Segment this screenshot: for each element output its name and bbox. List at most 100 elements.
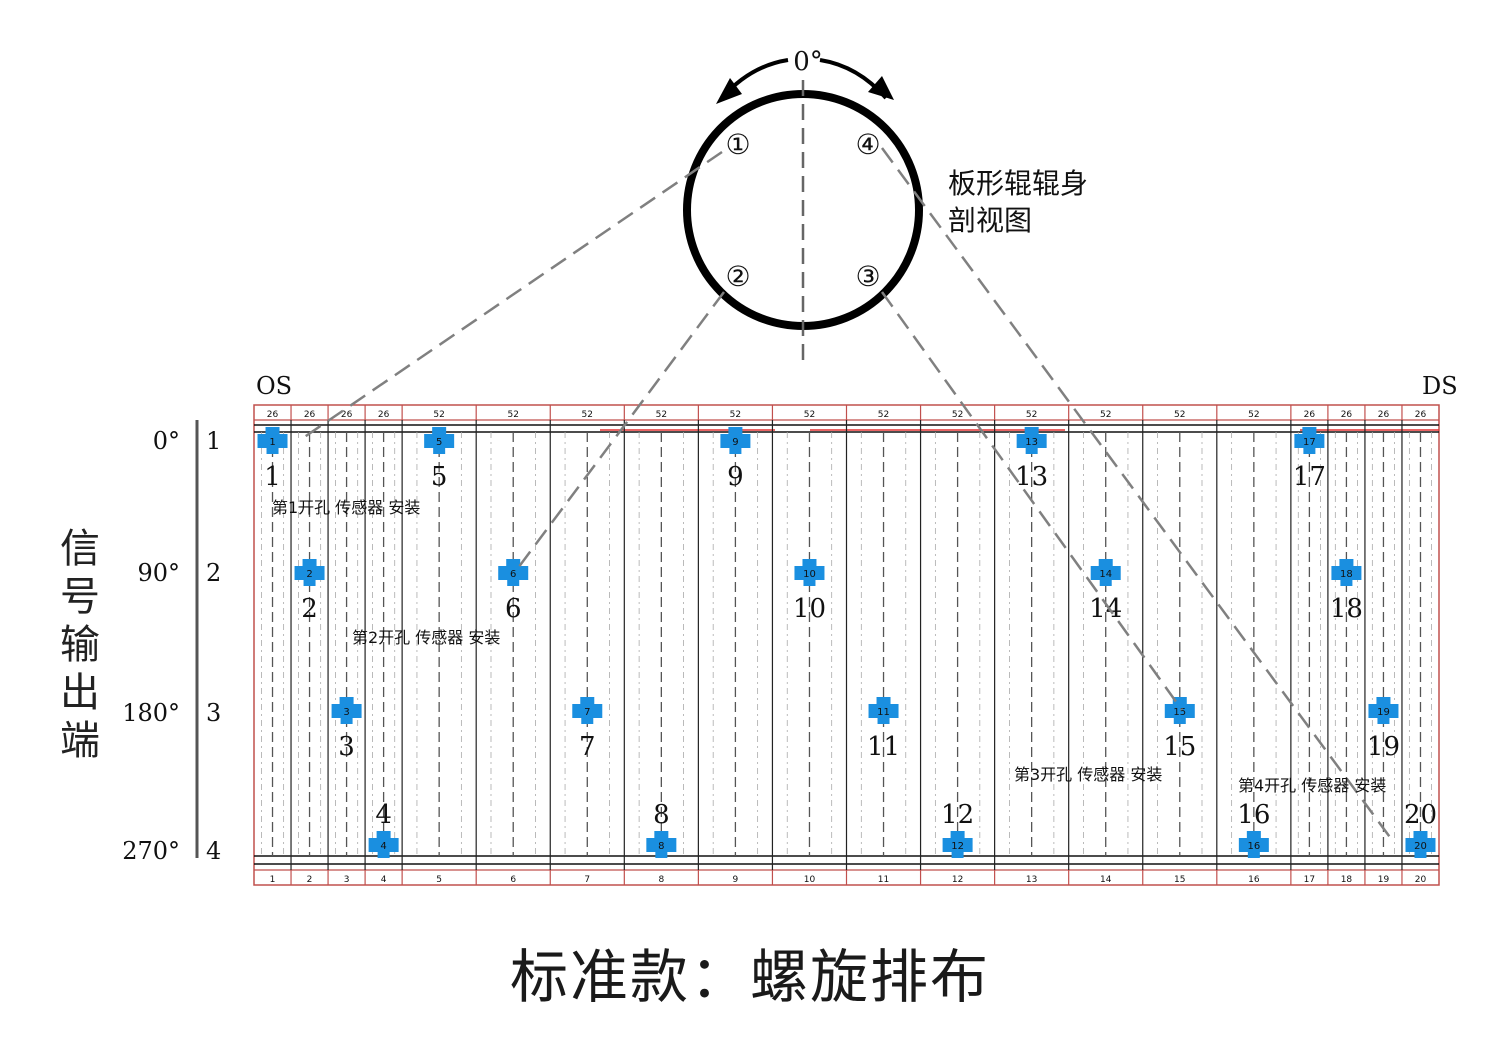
signal-output-end-label: 信号输出端 bbox=[60, 526, 100, 764]
zone-width-label: 52 bbox=[656, 410, 667, 420]
zone-number-label: 9 bbox=[733, 875, 739, 885]
roll-body-grid: 2612622632645255265275285295210521152125… bbox=[253, 404, 1440, 886]
sensor-body bbox=[1164, 704, 1195, 718]
sensor-id-small: 2 bbox=[306, 569, 312, 580]
sensor-body bbox=[1331, 566, 1362, 580]
sensor-6: 66 bbox=[498, 559, 529, 624]
sensor-id-small: 3 bbox=[343, 707, 349, 718]
row-number-4: 4 bbox=[206, 837, 221, 865]
sensor-base bbox=[729, 447, 742, 454]
sensor-number-label: 3 bbox=[338, 732, 355, 762]
zone-width-label: 52 bbox=[952, 410, 963, 420]
sensor-id-small: 9 bbox=[732, 437, 738, 448]
row-angle-180: 180° bbox=[122, 699, 180, 727]
zone-width-label: 26 bbox=[1304, 410, 1316, 420]
sensor-base bbox=[877, 717, 890, 724]
zone-number-label: 15 bbox=[1174, 875, 1185, 885]
row-number-3: 3 bbox=[206, 699, 221, 727]
sensor-body bbox=[331, 704, 362, 718]
zone-number-label: 18 bbox=[1341, 875, 1353, 885]
guide-line-hole-1 bbox=[299, 150, 723, 442]
rotation-arrow-right-head bbox=[868, 76, 894, 100]
roll-title-line1: 板形辊辊身 bbox=[948, 167, 1088, 200]
sensor-base bbox=[951, 851, 964, 858]
hole-marker-4: ④ bbox=[855, 128, 880, 161]
sensor-cap bbox=[1339, 559, 1354, 567]
row-angle-270: 270° bbox=[122, 837, 180, 865]
sensor-id-small: 16 bbox=[1247, 841, 1260, 852]
sensor-number-label: 13 bbox=[1015, 462, 1048, 492]
sensor-id-small: 14 bbox=[1099, 569, 1112, 580]
sensor-number-label: 1 bbox=[264, 462, 281, 492]
roll-title-line2: 剖视图 bbox=[948, 204, 1032, 237]
sensor-base bbox=[1303, 447, 1316, 454]
zone-width-label: 26 bbox=[378, 410, 390, 420]
zone-width-label: 52 bbox=[1100, 410, 1111, 420]
sensor-base bbox=[1414, 851, 1427, 858]
sensor-base bbox=[655, 851, 668, 858]
sensor-body bbox=[794, 566, 825, 580]
sensor-id-small: 4 bbox=[380, 841, 386, 852]
sensor-body bbox=[424, 434, 455, 448]
sensor-base bbox=[433, 447, 446, 454]
sensor-3: 33 bbox=[331, 697, 362, 762]
zone-number-label: 17 bbox=[1304, 875, 1315, 885]
sensor-base bbox=[377, 851, 390, 858]
sensor-base bbox=[1025, 447, 1038, 454]
sensor-cap bbox=[1413, 831, 1428, 839]
sensor-1: 11 bbox=[257, 427, 288, 492]
zone-width-label: 52 bbox=[878, 410, 889, 420]
zone-width-label: 52 bbox=[507, 410, 518, 420]
zone-width-label: 52 bbox=[1248, 410, 1259, 420]
sensor-base bbox=[1340, 579, 1353, 586]
sensor-body bbox=[572, 704, 603, 718]
sensor-number-label: 8 bbox=[653, 800, 670, 830]
sensor-base bbox=[1173, 717, 1186, 724]
row-angle-0: 0° bbox=[153, 427, 180, 455]
sensor-id-small: 15 bbox=[1173, 707, 1186, 718]
roll-angle-label: 0° bbox=[793, 47, 823, 77]
zone-number-label: 19 bbox=[1378, 875, 1390, 885]
sensor-cap bbox=[802, 559, 817, 567]
zone-number-label: 12 bbox=[952, 875, 963, 885]
zone-number-label: 8 bbox=[658, 875, 664, 885]
sensor-body bbox=[368, 838, 399, 852]
hole-note-2: 第2开孔 传感器 安装 bbox=[352, 628, 500, 647]
sensor-base bbox=[266, 447, 279, 454]
sensor-body bbox=[942, 838, 973, 852]
sensor-body bbox=[1294, 434, 1325, 448]
sensor-body bbox=[257, 434, 288, 448]
zone-width-label: 52 bbox=[804, 410, 815, 420]
guide-line-hole-3 bbox=[880, 291, 1184, 711]
sensor-13: 13 13 bbox=[1015, 427, 1048, 492]
sensor-10: 10 10 bbox=[793, 559, 826, 624]
sensor-8: 88 bbox=[646, 800, 677, 858]
sensor-number-label: 10 bbox=[793, 594, 826, 624]
diagram-caption: 标准款：螺旋排布 bbox=[509, 943, 990, 1011]
sensor-number-label: 20 bbox=[1404, 800, 1437, 830]
sensor-body bbox=[1016, 434, 1047, 448]
sensor-id-small: 12 bbox=[951, 841, 964, 852]
zone-width-label: 26 bbox=[1341, 410, 1353, 420]
zone-width-label: 52 bbox=[730, 410, 741, 420]
sensor-id-small: 13 bbox=[1025, 437, 1038, 448]
sensor-7: 77 bbox=[572, 697, 603, 762]
zone-number-label: 3 bbox=[344, 875, 350, 885]
sensor-number-label: 9 bbox=[727, 462, 744, 492]
zone-width-label: 52 bbox=[433, 410, 444, 420]
sensor-id-small: 10 bbox=[803, 569, 816, 580]
sensor-base bbox=[507, 579, 520, 586]
ds-end-label: DS bbox=[1422, 372, 1458, 400]
sensor-2: 22 bbox=[294, 559, 325, 624]
sensor-id-small: 1 bbox=[269, 437, 275, 448]
sensor-id-small: 7 bbox=[584, 707, 590, 718]
zone-width-label: 26 bbox=[304, 410, 316, 420]
sensor-id-small: 18 bbox=[1340, 569, 1353, 580]
